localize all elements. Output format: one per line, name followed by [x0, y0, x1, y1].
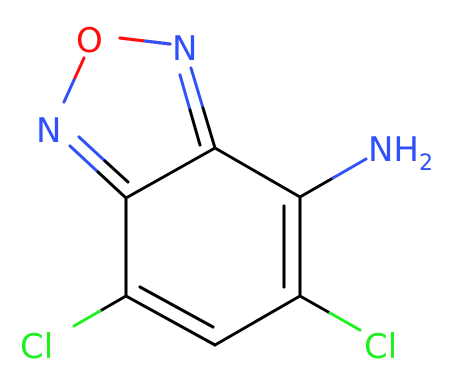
amine-nh-text: NH: [368, 130, 419, 170]
bond-c7-cl-cl: [72, 309, 102, 328]
bond-c7-cl: [98, 294, 128, 313]
bond-c4-nh2-n: [331, 157, 368, 180]
bond-nleft-c7a: [68, 144, 100, 174]
bond-c5-cl-cl: [328, 311, 362, 332]
amine-subscript: 2: [419, 151, 433, 176]
bond-nleft-c7a-inner: [103, 159, 130, 184]
chlorine-right-label: Cl: [364, 327, 397, 367]
bond-c3a-c7a: [124, 146, 217, 200]
bond-nleft-c7a: [96, 170, 128, 200]
bond-c3a-c4: [213, 146, 302, 199]
bond-c5-c6: [213, 294, 302, 347]
nitrogen-left-label: N: [36, 111, 61, 151]
bond-c6-c7: [124, 294, 217, 347]
bond-ntop-c3a-inner: [188, 108, 202, 147]
bond-c6-c7-inner: [138, 285, 215, 329]
bond-ntop-c3a: [201, 106, 217, 150]
bond-ntop-c3a-inner: [178, 73, 192, 112]
amine-label: NH2: [368, 130, 433, 176]
bond-c5-cl: [298, 294, 332, 315]
bond-o-nleft: [72, 56, 86, 82]
bond-c4-nh2: [298, 176, 335, 199]
bond-o-nleft-n: [62, 78, 76, 104]
chlorine-left-label: Cl: [20, 327, 53, 367]
nitrogen-top-label: N: [172, 29, 197, 69]
oxygen-label: O: [76, 21, 103, 61]
bond-nleft-c7a-inner: [77, 135, 107, 163]
bond-ntop-c3a: [189, 66, 205, 110]
bond-o-ntop-n: [143, 39, 172, 46]
